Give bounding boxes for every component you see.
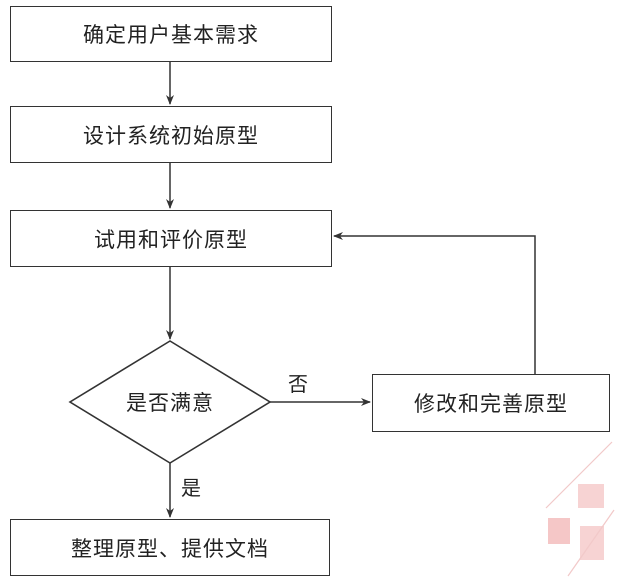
- node-finalize-prototype-label: 整理原型、提供文档: [71, 536, 269, 561]
- edge-label-no: 否: [288, 372, 308, 396]
- node-design-initial-prototype: 设计系统初始原型: [10, 106, 332, 163]
- node-design-initial-prototype-label: 设计系统初始原型: [83, 123, 259, 148]
- edge-modify-to-trial: [333, 232, 536, 374]
- node-trial-evaluate-prototype: 试用和评价原型: [10, 210, 332, 267]
- decision-satisfied-label: 是否满意: [126, 391, 214, 415]
- node-finalize-prototype: 整理原型、提供文档: [10, 519, 330, 576]
- node-determine-requirements-label: 确定用户基本需求: [83, 23, 259, 47]
- node-trial-evaluate-prototype-label: 试用和评价原型: [94, 227, 248, 252]
- node-modify-improve-prototype: 修改和完善原型: [372, 374, 610, 432]
- node-modify-improve-prototype-label: 修改和完善原型: [414, 392, 568, 416]
- node-determine-requirements: 确定用户基本需求: [10, 6, 332, 62]
- edge-label-yes: 是: [181, 476, 201, 500]
